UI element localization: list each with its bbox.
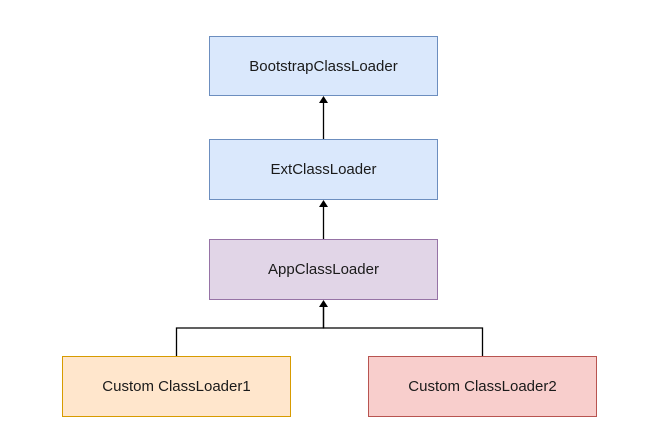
edge-app-to-ext [319, 200, 328, 239]
custom-classloader2-node[interactable]: Custom ClassLoader2 [368, 356, 597, 417]
edge-ext-to-bootstrap [319, 96, 328, 139]
custom-classloader1-node[interactable]: Custom ClassLoader1 [62, 356, 291, 417]
bootstrap-classloader-node[interactable]: BootstrapClassLoader [209, 36, 438, 96]
node-label: Custom ClassLoader1 [102, 378, 251, 395]
node-label: Custom ClassLoader2 [408, 378, 557, 395]
node-label: ExtClassLoader [270, 161, 377, 178]
node-label: BootstrapClassLoader [249, 57, 398, 75]
arrowhead [319, 200, 328, 207]
node-label: AppClassLoader [268, 261, 379, 278]
ext-classloader-node[interactable]: ExtClassLoader [209, 139, 438, 200]
app-classloader-node[interactable]: AppClassLoader [209, 239, 438, 300]
arrowhead [319, 300, 328, 307]
edge-custom2-to-app [319, 300, 484, 356]
arrowhead [319, 96, 328, 103]
edge-custom1-to-app [175, 307, 325, 356]
